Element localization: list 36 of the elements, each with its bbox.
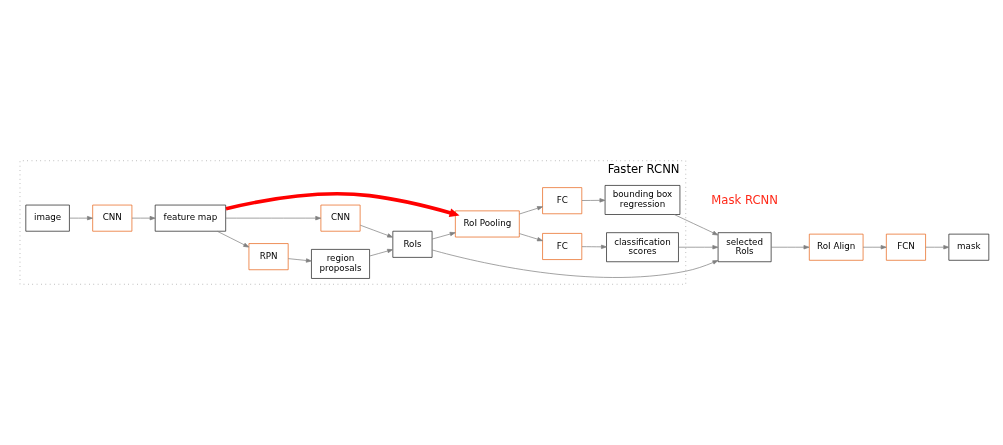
node-box: RoI Align	[808, 233, 864, 261]
node-box: FC	[542, 187, 583, 215]
node-box: CNN	[92, 204, 133, 232]
arrow	[678, 245, 719, 250]
arrow	[673, 214, 719, 236]
arrow	[69, 216, 93, 221]
arrow	[225, 192, 460, 217]
arrow	[925, 245, 950, 250]
node-box: RoI Pooling	[455, 210, 520, 238]
arrow	[359, 224, 393, 238]
node-box: CNN	[320, 204, 361, 232]
node-box: FCN	[885, 233, 926, 261]
arrow	[216, 230, 250, 248]
arrow	[369, 248, 394, 257]
node-box: mask	[948, 233, 990, 261]
arrow	[581, 198, 606, 203]
node-box: RoIs	[392, 230, 433, 258]
arrow	[131, 216, 156, 221]
arrow	[519, 206, 543, 215]
arrow	[581, 244, 607, 249]
node-box: feature map	[154, 204, 227, 232]
arrow	[431, 231, 456, 240]
arrow	[862, 245, 887, 250]
label: Mask RCNN	[711, 193, 778, 208]
node-box: image	[25, 204, 70, 232]
node-box: RPN	[248, 243, 289, 271]
arrow	[225, 216, 322, 221]
node-box: selected RoIs	[717, 232, 772, 263]
node-box: classification scores	[606, 232, 679, 263]
arrow	[770, 245, 810, 250]
node-box: FC	[542, 233, 583, 260]
arrow	[431, 249, 719, 278]
node-box: region proposals	[311, 249, 370, 279]
arrow	[288, 258, 312, 263]
node-box: bounding box regression	[604, 185, 681, 215]
arrow	[519, 233, 543, 242]
